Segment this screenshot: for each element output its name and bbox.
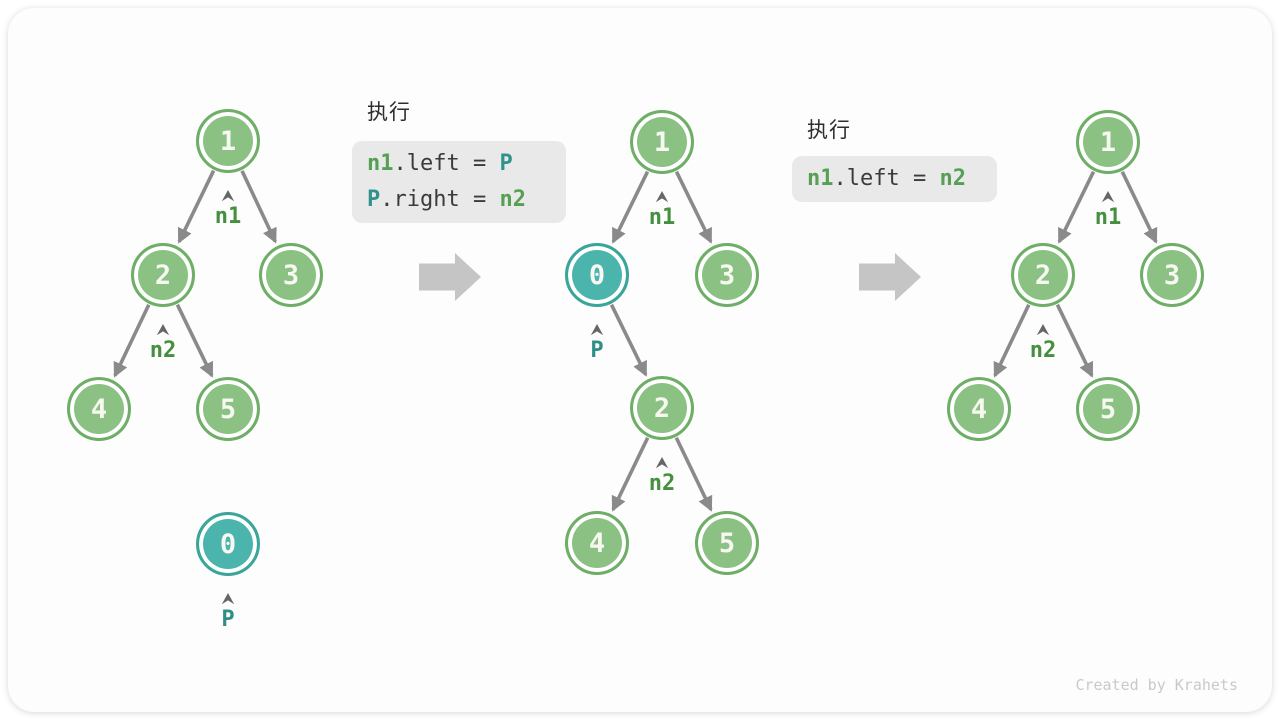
code-block: n1.left = n2 xyxy=(792,156,997,202)
pointer-caret-icon xyxy=(655,191,669,203)
code-line: P.right = n2 xyxy=(367,182,551,218)
code-line: n1.left = P xyxy=(367,146,551,182)
code-token: .left = xyxy=(833,166,940,191)
tree-node-2: 2 xyxy=(1011,243,1075,307)
tree-node-4: 4 xyxy=(565,511,629,575)
tree-node-2: 2 xyxy=(131,243,195,307)
pointer-caret-icon xyxy=(655,457,669,469)
tree-node-1: 1 xyxy=(630,110,694,174)
watermark-credit: Created by Krahets xyxy=(1075,676,1238,694)
tree-node-1: 1 xyxy=(196,109,260,173)
code-token: .left = xyxy=(393,151,500,176)
pointer-label-P: P xyxy=(590,338,604,363)
code-token: n2 xyxy=(499,187,526,212)
tree-node-3: 3 xyxy=(1140,243,1204,307)
pointer-caret-icon xyxy=(1036,324,1050,336)
tree-node-3: 3 xyxy=(259,243,323,307)
tree-node-5: 5 xyxy=(1076,377,1140,441)
pointer-caret-icon xyxy=(156,324,170,336)
code-token: .right = xyxy=(380,187,500,212)
code-line: n1.left = n2 xyxy=(807,161,982,197)
tree-node-3: 3 xyxy=(695,243,759,307)
tree-node-0: 0 xyxy=(565,243,629,307)
tree-node-1: 1 xyxy=(1076,110,1140,174)
pointer-caret-icon xyxy=(221,190,235,202)
pointer-caret-icon xyxy=(590,324,604,336)
tree-node-0: 0 xyxy=(196,512,260,576)
pointer-label-P: P xyxy=(221,607,235,632)
tree-node-5: 5 xyxy=(196,377,260,441)
tree-node-4: 4 xyxy=(67,377,131,441)
pointer-label-n1: n1 xyxy=(648,205,676,230)
pointer-label-n2: n2 xyxy=(1029,338,1057,363)
tree-node-2: 2 xyxy=(630,376,694,440)
code-token: P xyxy=(499,151,513,176)
pointer-caret-icon xyxy=(221,593,235,605)
pointer-label-n2: n2 xyxy=(648,471,676,496)
code-token: n2 xyxy=(939,166,966,191)
tree-node-5: 5 xyxy=(695,511,759,575)
code-token: n1 xyxy=(807,166,834,191)
code-block-title: 执行 xyxy=(367,101,411,124)
tree-node-4: 4 xyxy=(947,377,1011,441)
code-token: P xyxy=(367,187,381,212)
code-token: n1 xyxy=(367,151,394,176)
code-block-title: 执行 xyxy=(807,119,851,142)
pointer-label-n1: n1 xyxy=(1094,205,1122,230)
pointer-label-n1: n1 xyxy=(214,204,242,229)
pointer-label-n2: n2 xyxy=(149,338,177,363)
pointer-caret-icon xyxy=(1101,191,1115,203)
